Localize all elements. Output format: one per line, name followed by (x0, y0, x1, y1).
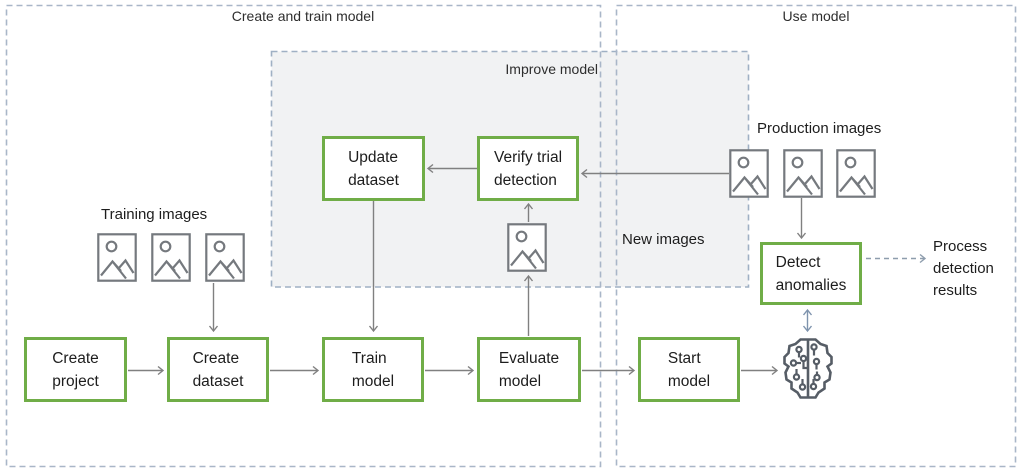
node-create-dataset-label: Create dataset (192, 349, 244, 390)
node-update-dataset-label: Update dataset (348, 148, 399, 189)
node-train-model-label: Train model (351, 349, 395, 390)
training-image-icon (151, 233, 191, 282)
use-model-section-title: Use model (782, 8, 850, 24)
training-image-icon (97, 233, 137, 282)
production-image-icon (729, 149, 769, 198)
node-evaluate-model: Evaluate model (477, 337, 581, 402)
process-detection-results-label: Process detection results (933, 238, 994, 299)
new-images-label: New images (622, 231, 705, 248)
ml-brain-circuit-icon (783, 338, 833, 399)
production-images-label: Production images (757, 120, 882, 137)
node-verify-trial-detection-label: Verify trial detection (493, 148, 563, 189)
training-images-label: Training images (101, 206, 208, 223)
node-detect-anomalies-label: Detect anomalies (775, 253, 847, 294)
node-start-model: Start model (638, 337, 740, 402)
node-verify-trial-detection: Verify trial detection (477, 136, 579, 201)
node-update-dataset: Update dataset (322, 136, 425, 201)
node-train-model: Train model (322, 337, 424, 402)
node-create-project-label: Create project (52, 349, 99, 390)
node-evaluate-model-label: Evaluate model (498, 349, 560, 390)
node-create-project: Create project (24, 337, 127, 402)
node-create-dataset: Create dataset (167, 337, 269, 402)
node-detect-anomalies: Detect anomalies (760, 242, 862, 305)
production-image-icon (783, 149, 823, 198)
create-train-section-title: Create and train model (231, 8, 375, 24)
create-train-section-box (5, 4, 602, 468)
training-image-icon (205, 233, 245, 282)
production-image-icon (836, 149, 876, 198)
trial-image-icon (507, 223, 547, 272)
node-start-model-label: Start model (667, 349, 711, 390)
improve-model-section-title: Improve model (505, 61, 598, 77)
